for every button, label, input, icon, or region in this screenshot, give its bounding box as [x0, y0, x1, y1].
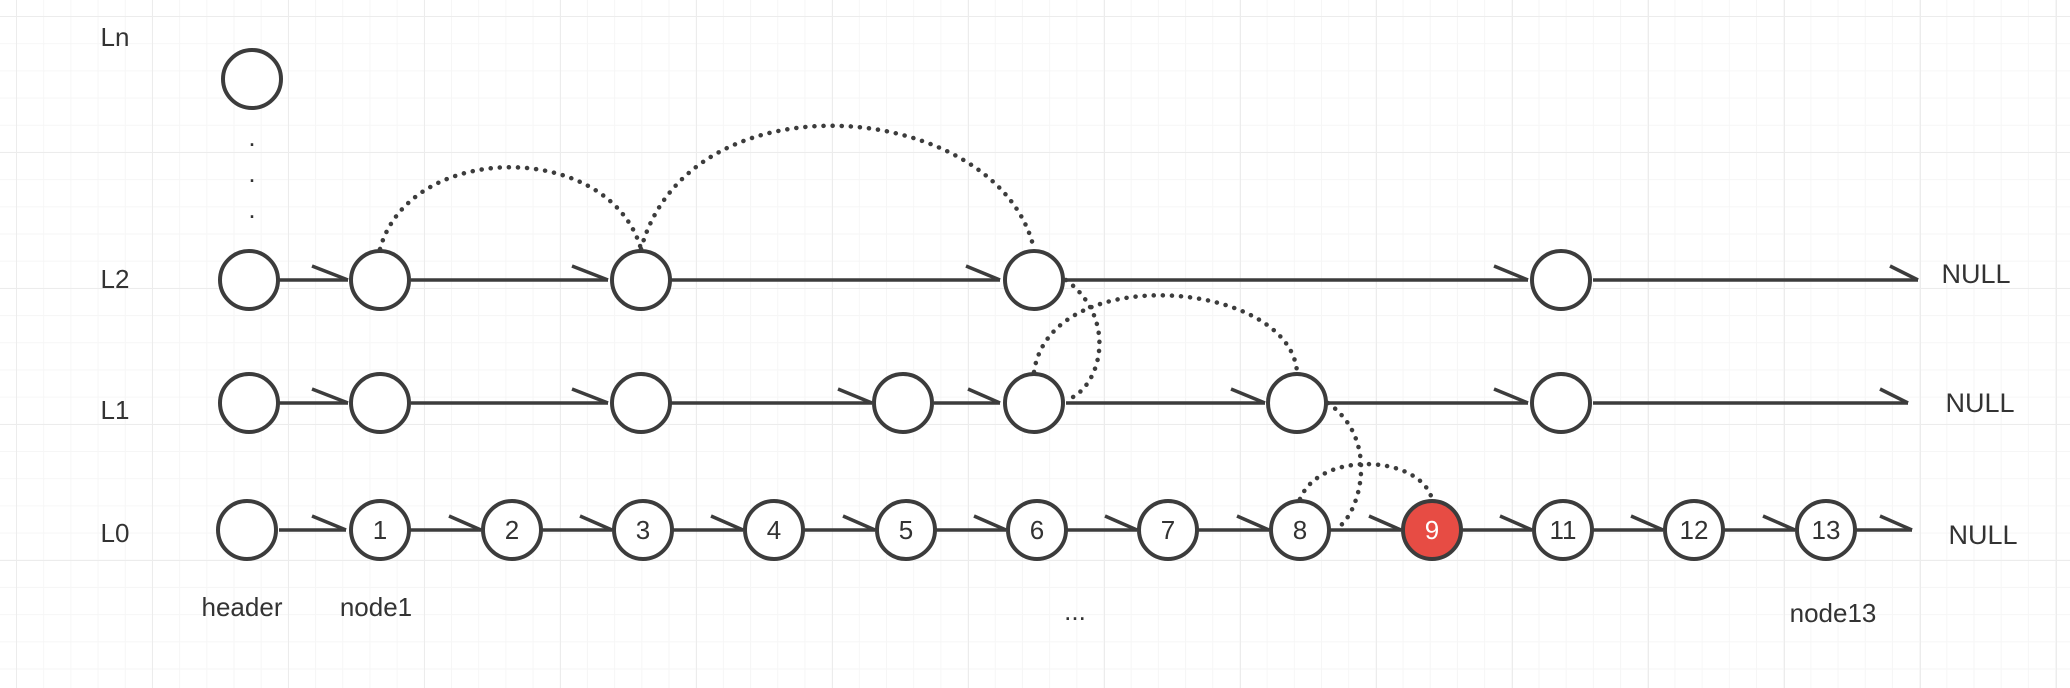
vertical-ellipsis-dot: . [248, 194, 255, 224]
node13-label: node13 [1790, 598, 1877, 628]
search-path-l1-hop [1031, 293, 1300, 375]
arrow-head-icon [973, 514, 1007, 532]
l0-node-label: 6 [1030, 515, 1044, 545]
l1-node [1266, 372, 1328, 434]
arrow-head-icon [311, 387, 349, 405]
arrow-head-icon [311, 514, 347, 532]
ellipsis-label: ... [1064, 596, 1086, 626]
null-label-l1: NULL [1945, 388, 2014, 418]
vertical-ellipsis-dot: . [248, 122, 255, 152]
arrow-head-icon [967, 387, 1001, 405]
level-label-l1: L1 [101, 395, 130, 425]
search-path-l2-hop [638, 123, 1037, 252]
arrow-head-icon [710, 514, 744, 532]
arrow-head-icon [1493, 387, 1529, 405]
l2-node [610, 249, 672, 311]
arrow-head-icon [965, 264, 1001, 282]
header-node-ln [221, 48, 283, 110]
l2-node [349, 249, 411, 311]
l0-node-target [1401, 499, 1463, 561]
arrow-head-icon [1230, 387, 1266, 405]
l0-node-label: 4 [767, 515, 781, 545]
l0-node [1006, 499, 1068, 561]
arrow-head-icon [837, 387, 873, 405]
arrow-head-icon [1879, 387, 1909, 405]
level-label-l0: L0 [101, 518, 130, 548]
arrow-head-icon [1104, 514, 1138, 532]
arrow-head-icon [1762, 514, 1796, 532]
arrow-head-icon [571, 387, 609, 405]
search-path-l2-hop [377, 165, 644, 252]
search-path-descend [1063, 277, 1102, 403]
l0-node-label: 1 [373, 515, 387, 545]
l0-node [1137, 499, 1199, 561]
arrow-head-icon [571, 264, 609, 282]
level-1-row: NULL [218, 372, 2015, 434]
arrow-head-icon [1879, 514, 1913, 532]
l2-node [1530, 249, 1592, 311]
l0-node-label: 11 [1550, 515, 1577, 545]
l0-node-label: 9 [1425, 515, 1439, 545]
header-label: header [202, 592, 283, 622]
l0-node-label: 7 [1161, 515, 1175, 545]
l0-node [481, 499, 543, 561]
l1-node [872, 372, 934, 434]
l0-node [349, 499, 411, 561]
header-node-l2 [218, 249, 280, 311]
search-path-l0-hop [1297, 461, 1435, 502]
arrow-head-icon [579, 514, 613, 532]
l0-node-label: 13 [1812, 515, 1841, 545]
l0-node-label: 2 [505, 515, 519, 545]
l0-node [1795, 499, 1857, 561]
arrow-head-icon [1889, 264, 1919, 282]
arrow-head-icon [311, 264, 349, 282]
l0-node [875, 499, 937, 561]
l0-node [612, 499, 674, 561]
level-2-row: NULL [218, 249, 2011, 311]
arrow-head-icon [448, 514, 482, 532]
arrow-head-icon [1493, 264, 1529, 282]
arrow-head-icon [1236, 514, 1270, 532]
l1-node [1530, 372, 1592, 434]
l1-node [610, 372, 672, 434]
arrow-head-icon [1499, 514, 1533, 532]
l0-node-label: 3 [636, 515, 650, 545]
l1-node [1003, 372, 1065, 434]
arrow-head-icon [842, 514, 876, 532]
l0-node-label: 5 [899, 515, 913, 545]
l0-node-label: 12 [1680, 515, 1709, 545]
null-label-l0: NULL [1948, 520, 2017, 550]
l0-node [743, 499, 805, 561]
search-path [377, 123, 1435, 529]
header-node-l0 [216, 499, 278, 561]
vertical-ellipsis-dot: . [248, 158, 255, 188]
null-label-l2: NULL [1941, 259, 2010, 289]
level-label-l2: L2 [101, 264, 130, 294]
node1-label: node1 [340, 592, 412, 622]
l0-node-label: 8 [1293, 515, 1307, 545]
l1-node [349, 372, 411, 434]
search-path-descend [1325, 400, 1364, 529]
l0-node [1663, 499, 1725, 561]
arrow-head-icon [1630, 514, 1664, 532]
level-label-ln: Ln [101, 22, 130, 52]
l2-node [1003, 249, 1065, 311]
l0-node [1532, 499, 1594, 561]
header-node-l1 [218, 372, 280, 434]
arrow-head-icon [1368, 514, 1402, 532]
